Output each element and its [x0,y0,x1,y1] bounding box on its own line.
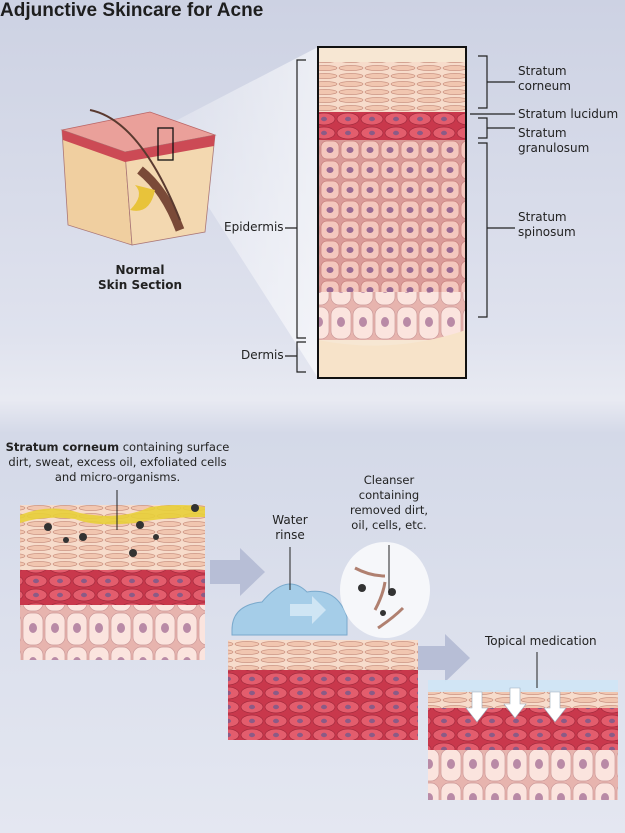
label-dermis: Dermis [241,348,284,362]
label-line: removed dirt, [349,503,428,517]
topical-medication-label: Topical medication [485,634,597,648]
caption-bold: Stratum corneum [5,440,120,454]
skin-panel-medication [428,652,618,800]
label-line: Cleanser [363,473,415,487]
label-line: corneum [518,79,571,93]
step-arrows [210,548,470,682]
label-line: granulosum [518,141,590,155]
label-line: Normal [115,263,165,277]
step1-caption: Stratum corneum containing surface dirt,… [5,440,230,485]
caption-text: dirt, sweat, excess oil, exfoliated cell… [8,455,227,469]
epidermis-zoom-view [317,46,467,379]
label-line: Water [272,513,308,527]
skin-panel-dirty [20,490,205,660]
layer-brackets [285,55,515,373]
label-epidermis: Epidermis [224,220,284,234]
label-stratum-lucidum: Stratum lucidum [518,107,619,121]
label-line: spinosum [518,225,576,239]
page-title: Adjunctive Skincare for Acne [0,0,264,21]
skin-cube-icon [60,47,318,378]
label-line: Stratum [518,64,567,78]
caption-text: containing surface [119,440,230,454]
skin-panel-rinse [228,542,430,740]
label-line: Stratum [518,126,567,140]
label-line: oil, cells, etc. [351,518,427,532]
label-line: containing [358,488,420,502]
caption-text: and micro-organisms. [54,470,181,484]
label-line: Stratum [518,210,567,224]
label-line: Skin Section [98,278,182,292]
label-line: rinse [275,528,305,542]
